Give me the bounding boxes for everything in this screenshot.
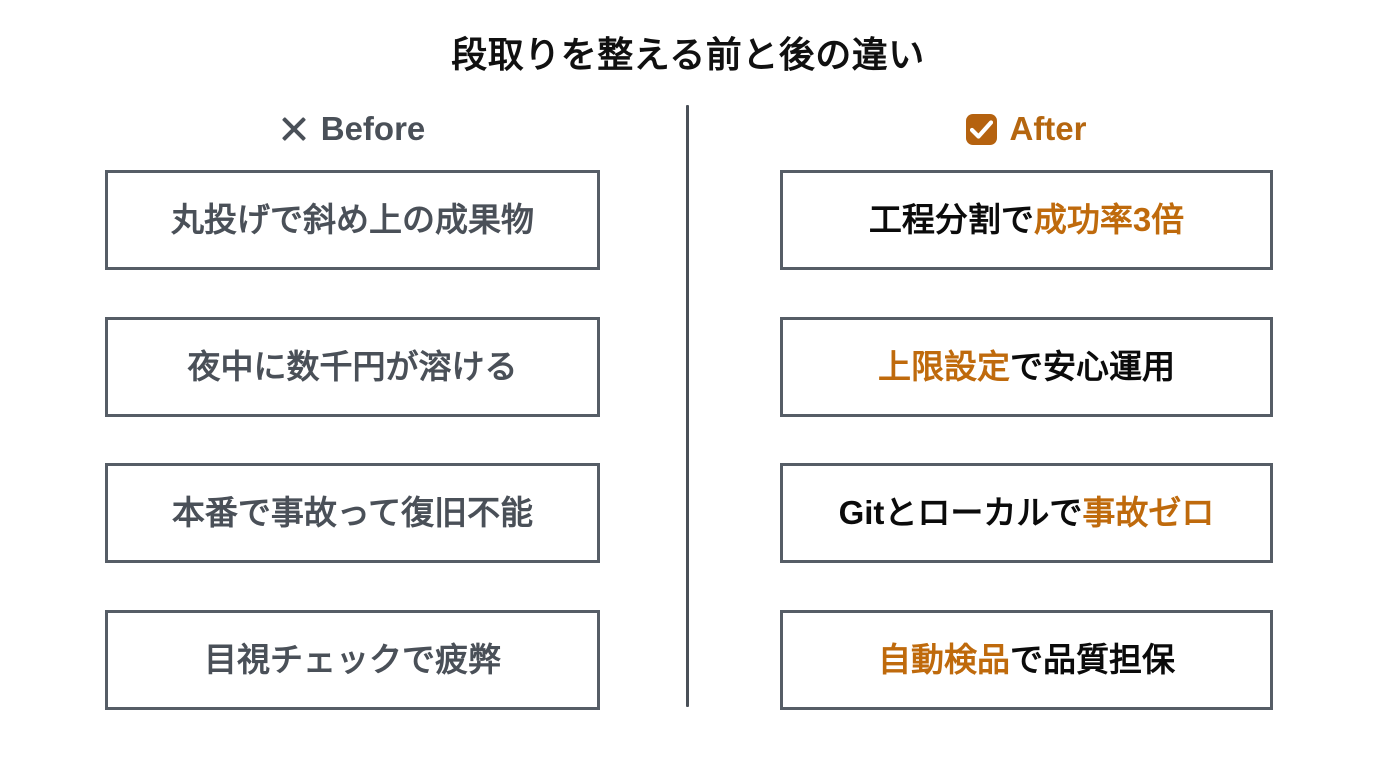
- after-card-1: 工程分割で成功率3倍: [780, 170, 1273, 270]
- after-card-3-highlight: 事故ゼロ: [1082, 494, 1215, 532]
- after-card-3-text: Gitとローカルで事故ゼロ: [839, 492, 1215, 533]
- before-card-2: 夜中に数千円が溶ける: [105, 317, 600, 417]
- before-card-3: 本番で事故って復旧不能: [105, 463, 600, 563]
- after-card-2: 上限設定で安心運用: [780, 317, 1273, 417]
- after-card-3: Gitとローカルで事故ゼロ: [780, 463, 1273, 563]
- before-card-3-text: 本番で事故って復旧不能: [171, 494, 534, 532]
- before-card-1: 丸投げで斜め上の成果物: [105, 170, 600, 270]
- after-card-4-tail: で品質担保: [1010, 641, 1175, 679]
- before-card-1-text: 丸投げで斜め上の成果物: [171, 201, 534, 239]
- after-card-4-text: 自動検品で品質担保: [878, 639, 1175, 680]
- after-card-1-text: 工程分割で成功率3倍: [869, 199, 1184, 240]
- column-divider: [686, 105, 689, 707]
- x-icon: [280, 115, 309, 144]
- after-header-label: After: [1009, 110, 1087, 147]
- after-card-1-lead: 工程分割で: [868, 201, 1034, 239]
- after-card-2-highlight: 上限設定: [878, 348, 1010, 386]
- after-column-header: After: [780, 105, 1273, 153]
- checkbox-checked-icon: [966, 113, 998, 145]
- before-card-4: 目視チェックで疲弊: [105, 610, 600, 710]
- page-title: 段取りを整える前と後の違い: [451, 34, 925, 75]
- after-card-3-lead: Gitとローカルで: [838, 494, 1083, 532]
- after-card-2-text: 上限設定で安心運用: [878, 346, 1175, 387]
- before-header-label: Before: [320, 110, 426, 147]
- after-card-2-tail: で安心運用: [1010, 348, 1175, 386]
- before-column-header: Before: [105, 105, 600, 153]
- before-card-2-text: 夜中に数千円が溶ける: [187, 348, 518, 386]
- after-card-4-highlight: 自動検品: [878, 641, 1010, 679]
- before-card-4-text: 目視チェックで疲弊: [204, 641, 501, 679]
- after-card-1-highlight: 成功率3倍: [1033, 201, 1185, 239]
- after-card-4: 自動検品で品質担保: [780, 610, 1273, 710]
